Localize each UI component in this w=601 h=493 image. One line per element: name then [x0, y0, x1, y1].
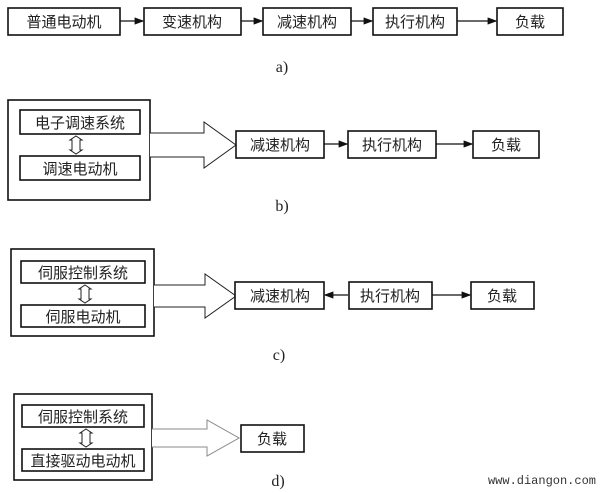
watermark: www.diangon.com	[488, 474, 596, 488]
label-b-actuator: 执行机构	[362, 136, 422, 154]
caption-b: b)	[275, 198, 288, 215]
label-a-gearbox: 变速机构	[162, 13, 222, 31]
box-a-actuator	[372, 7, 458, 36]
box-c-motor	[20, 304, 146, 328]
big-arrow-b	[150, 121, 237, 169]
label-b-control: 电子调速系统	[35, 114, 125, 132]
big-arrow-d	[152, 419, 241, 457]
bidirectional-arrow-b	[68, 135, 84, 155]
box-d-motor	[21, 448, 145, 472]
caption-c: c)	[273, 347, 285, 364]
label-b-motor: 调速电动机	[42, 160, 117, 178]
box-c-reducer	[234, 281, 325, 310]
label-d-load: 负载	[257, 430, 287, 448]
label-c-load: 负载	[487, 287, 517, 305]
label-a-reducer: 减速机构	[277, 13, 337, 31]
big-arrow-c	[154, 273, 237, 319]
caption-a: a)	[276, 59, 288, 76]
box-d-load	[240, 424, 305, 453]
diagram-d: 伺服控制系统 直接驱动电动机 负载 d)	[13, 393, 305, 490]
box-b-motor	[19, 155, 141, 181]
label-c-motor: 伺服电动机	[45, 308, 120, 326]
box-a-reducer	[262, 7, 352, 36]
label-b-reducer: 减速机构	[250, 136, 310, 154]
bidirectional-arrow-c	[77, 284, 93, 304]
box-c-control	[20, 260, 146, 284]
label-a-load: 负载	[515, 13, 545, 31]
box-d-control	[21, 404, 145, 428]
box-c-load	[470, 281, 535, 310]
bidirectional-arrow-d	[78, 428, 94, 448]
label-a-actuator: 执行机构	[385, 13, 445, 31]
label-c-control: 伺服控制系统	[38, 264, 128, 282]
diagram-b: 电子调速系统 调速电动机 减速机构 执行机构 负载 b)	[7, 99, 540, 215]
label-b-load: 负载	[491, 136, 521, 154]
box-a-gearbox	[143, 7, 242, 36]
label-d-motor: 直接驱动电动机	[30, 452, 135, 470]
box-b-load	[472, 130, 540, 159]
box-c-actuator	[348, 281, 433, 310]
label-c-reducer: 减速机构	[250, 287, 310, 305]
box-b-control	[19, 109, 141, 135]
diagram-c: 伺服控制系统 伺服电动机 减速机构 执行机构 负载 c)	[10, 248, 535, 364]
label-d-control: 伺服控制系统	[38, 408, 128, 426]
diagram-a: 普通电动机 变速机构 减速机构 执行机构 负载 a)	[7, 7, 564, 76]
box-a-motor	[7, 7, 121, 36]
label-c-actuator: 执行机构	[360, 287, 420, 305]
label-a-motor: 普通电动机	[26, 13, 101, 31]
box-a-load	[496, 7, 564, 36]
caption-d: d)	[271, 473, 284, 490]
